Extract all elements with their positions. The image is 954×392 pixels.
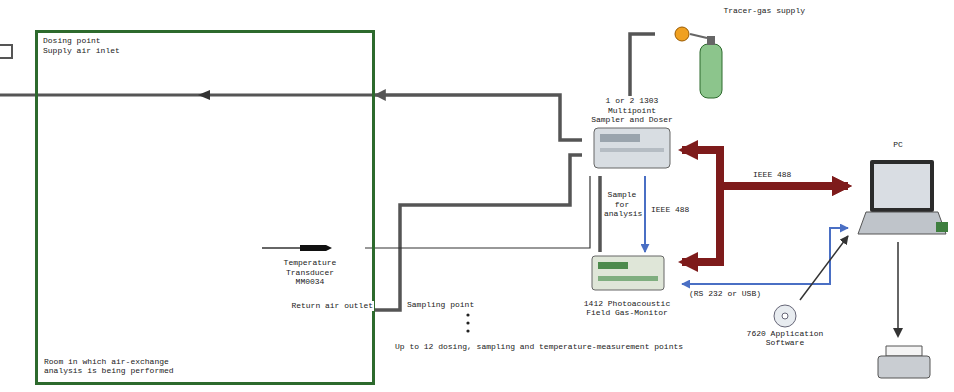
tracer-gas-line [630, 34, 655, 96]
continuation-dot [466, 329, 469, 332]
printer-paper [886, 346, 922, 356]
print-arrowhead [893, 328, 903, 338]
regulator-pipe [690, 34, 707, 38]
sampler-device [594, 128, 670, 168]
printer-body [878, 356, 930, 378]
note-label: Sampling point [406, 300, 488, 310]
connector-label: (RS 232 or USB) [688, 289, 766, 299]
software-cd: 7620 Application Software [735, 300, 835, 348]
monitor-device [592, 256, 664, 290]
node-label: Temperature Transducer MM0034 [278, 258, 342, 287]
node-label: 7620 Application Software [736, 329, 834, 348]
sampler-display [600, 134, 640, 142]
temperature-cable [365, 176, 590, 248]
ieee-bus [682, 186, 848, 262]
pressure-regulator [675, 27, 689, 41]
ieee-link [644, 176, 646, 252]
install-arrow [800, 236, 848, 300]
note-label: Dosing point [42, 36, 134, 46]
continuation-dot [466, 321, 469, 324]
temperature-transducer: Temperature Transducer MM0034 [255, 244, 365, 294]
note-label: Return air outlet [290, 301, 374, 311]
note-label: Up to 12 dosing, sampling and temperatur… [394, 342, 696, 352]
laptop-display [874, 164, 930, 208]
note-label: Supply air inlet [42, 46, 134, 56]
cd-hole [782, 313, 788, 319]
monitor-keys [598, 276, 658, 281]
probe-cable [262, 247, 300, 249]
room-boundary: Room in which air-exchange analysis is b… [35, 30, 375, 385]
monitor-display [598, 262, 628, 269]
temperature-probe [300, 245, 332, 251]
laptop-screen [870, 160, 934, 212]
software-cd [774, 305, 796, 327]
connector-label: IEEE 488 [650, 205, 692, 215]
gas-cylinder [700, 44, 722, 98]
supply-air-duct [375, 95, 582, 140]
ieee-bus [682, 150, 848, 186]
print-arrow [897, 242, 899, 330]
continuation-dot [466, 313, 469, 316]
node-label: Tracer-gas supply [715, 6, 805, 16]
flow-arrow [198, 90, 210, 100]
connector-label: IEEE 488 [752, 170, 796, 180]
supply-duct [0, 94, 35, 97]
sample-line [598, 176, 602, 252]
pc: PC [848, 140, 948, 240]
sampler-panel [600, 148, 664, 152]
serial-link [682, 228, 848, 284]
node-label: PC [878, 140, 918, 150]
connector-label: Sample for analysis [603, 190, 641, 219]
sampler-doser: 1 or 2 1303 Multipoint Sampler and Doser [582, 96, 682, 176]
tracer-gas-supply: Tracer-gas supply [655, 6, 805, 98]
dosing-stub [0, 45, 12, 58]
return-air-duct [375, 155, 582, 310]
cylinder-valve [707, 36, 715, 45]
node-label: 1 or 2 1303 Multipoint Sampler and Doser [591, 96, 673, 125]
gas-monitor: 1412 Photoacoustic Field Gas-Monitor [572, 252, 682, 318]
node-label: 1412 Photoacoustic Field Gas-Monitor [579, 299, 675, 318]
node-label: Room in which air-exchange analysis is b… [44, 357, 194, 376]
interface-card [936, 222, 948, 232]
laptop-base [858, 212, 946, 234]
